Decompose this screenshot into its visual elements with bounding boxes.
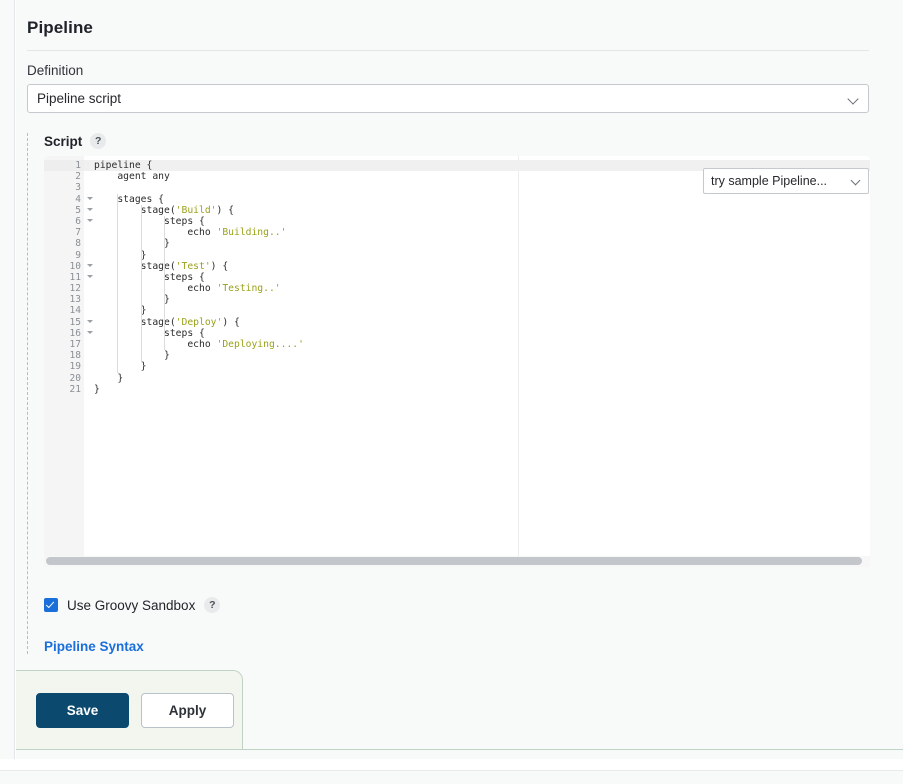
form-action-bar: Save Apply [16,670,243,750]
groovy-sandbox-row: Use Groovy Sandbox ? [44,597,869,613]
line-number: 6 [44,216,93,227]
line-number: 18 [69,350,81,362]
code-line[interactable]: } [94,238,170,250]
code-line[interactable]: steps { [94,215,205,227]
indent-guide [163,216,165,351]
code-line[interactable]: steps { [94,271,205,283]
code-line[interactable]: stages { [94,193,164,205]
code-line[interactable]: stage('Deploy') { [94,316,240,328]
script-help-icon[interactable]: ? [90,133,107,149]
page-title: Pipeline [27,0,869,51]
fold-arrow-icon[interactable] [87,274,93,278]
indent-guide [140,204,142,362]
sample-pipeline-select-wrap: try sample Pipeline...Hello WorldGitHub … [703,168,869,194]
line-number: 17 [69,339,81,350]
line-number: 9 [75,249,81,261]
code-line[interactable]: steps { [94,327,205,339]
line-number: 19 [69,361,81,373]
editor-code-pane[interactable]: pipeline { agent any stages { stage('Bui… [84,156,870,556]
line-number: 13 [69,294,81,306]
code-line[interactable]: stage('Build') { [94,204,234,216]
line-number: 16 [44,328,93,339]
fold-arrow-icon[interactable] [87,218,93,222]
apply-button[interactable]: Apply [141,692,234,728]
definition-select[interactable]: Pipeline scriptPipeline script from SCM [27,84,869,113]
line-number: 14 [69,305,81,317]
line-number: 3 [75,182,81,194]
code-line[interactable]: } [94,383,100,395]
code-line[interactable]: echo 'Deploying....' [94,339,304,350]
definition-label: Definition [27,63,84,78]
code-line[interactable]: } [94,372,124,384]
save-button[interactable]: Save [36,692,129,728]
line-number: 11 [44,272,93,283]
editor-code-rows[interactable]: pipeline { agent any stages { stage('Bui… [84,160,870,395]
editor-horizontal-scrollbar[interactable] [44,556,870,567]
script-section: Script ? try sample Pipeline...Hello Wor… [27,133,870,654]
code-line[interactable]: echo 'Building..' [94,227,287,239]
pipeline-syntax-link[interactable]: Pipeline Syntax [44,639,144,654]
fold-arrow-icon[interactable] [87,207,93,211]
scrollbar-thumb[interactable] [46,557,862,565]
definition-select-wrap: Pipeline scriptPipeline script from SCM [27,84,869,113]
line-number: 15 [44,317,93,328]
groovy-sandbox-checkbox[interactable] [44,598,58,612]
page-left-gutter [0,0,15,759]
line-number: 7 [75,227,81,239]
fold-arrow-icon[interactable] [87,263,93,267]
line-number: 1 [44,160,93,172]
code-line[interactable]: echo 'Testing..' [94,283,281,295]
code-line[interactable]: stage('Test') { [94,260,229,272]
actionbar-divider [16,749,903,750]
line-number: 5 [44,205,93,216]
fold-arrow-icon[interactable] [87,319,93,323]
line-number: 10 [44,261,93,272]
print-margin-ruler [518,156,519,556]
line-number: 21 [69,383,81,395]
line-number: 2 [75,171,81,183]
code-line[interactable]: } [94,305,147,317]
fold-arrow-icon[interactable] [87,196,93,200]
line-number: 8 [75,238,81,250]
script-header: Script ? [44,133,869,156]
groovy-sandbox-help-icon[interactable]: ? [204,597,221,613]
script-label: Script [44,133,83,149]
page-footer-bar [0,770,903,784]
fold-arrow-icon[interactable] [87,330,93,334]
code-line[interactable]: } [94,361,147,373]
sample-pipeline-select[interactable]: try sample Pipeline...Hello WorldGitHub … [703,168,869,194]
code-line[interactable]: } [94,249,147,261]
code-line[interactable]: } [94,350,170,362]
code-line[interactable]: } [94,294,170,306]
line-number: 12 [69,283,81,295]
pipeline-config-form: Pipeline Definition Pipeline scriptPipel… [27,0,870,654]
indent-guide [117,193,119,373]
line-number: 4 [44,194,93,205]
groovy-sandbox-label: Use Groovy Sandbox [67,597,196,613]
active-line-highlight [84,160,870,172]
code-line[interactable]: agent any [94,171,170,183]
code-line[interactable]: pipeline { [94,160,153,171]
line-number: 20 [69,372,81,384]
